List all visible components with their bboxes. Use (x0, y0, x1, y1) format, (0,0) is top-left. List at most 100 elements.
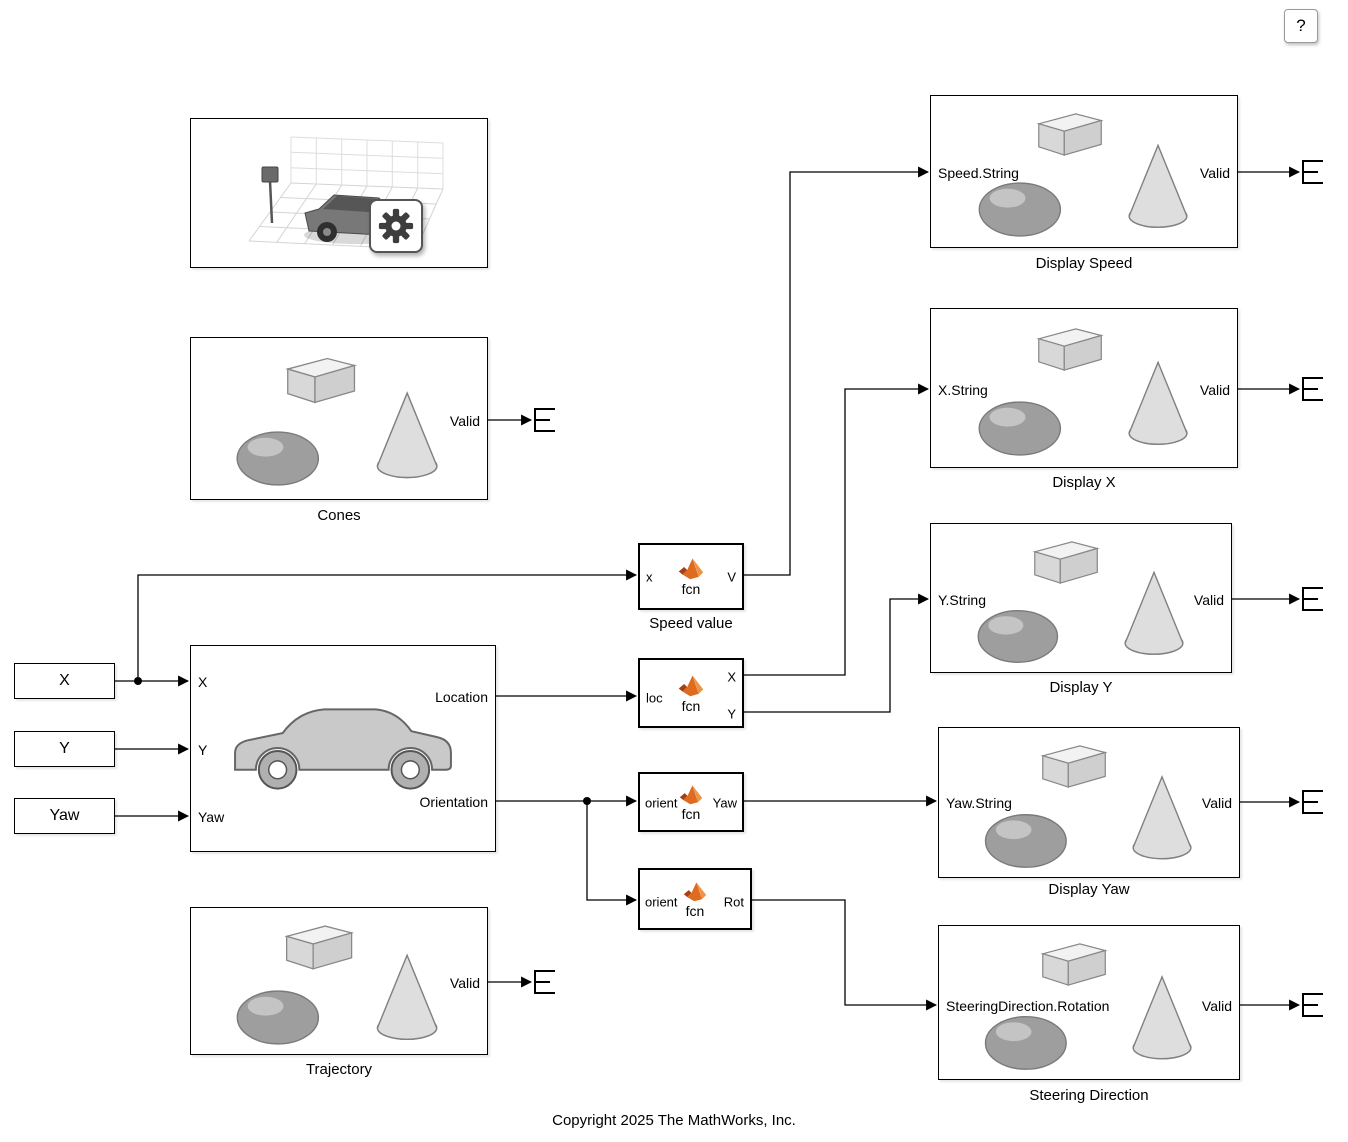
fcn-label: fcn (681, 697, 701, 714)
inport-yaw[interactable]: Yaw (14, 798, 115, 834)
trajectory-shapes (236, 925, 438, 1045)
box-icon (287, 357, 356, 404)
box-icon (1034, 541, 1098, 584)
port-label-input: SteeringDirection.Rotation (946, 998, 1110, 1014)
inport-yaw-label: Yaw (49, 807, 80, 824)
cone-icon (1132, 976, 1192, 1060)
sphere-icon (984, 1016, 1067, 1070)
matlab-logo-icon (683, 881, 707, 901)
display-x-caption: Display X (1052, 474, 1116, 491)
fcn-label: fcn (681, 805, 701, 822)
fcn-label: fcn (685, 902, 705, 919)
steering-direction-block[interactable]: SteeringDirection.Rotation Valid (938, 925, 1240, 1080)
sphere-icon (984, 814, 1067, 868)
inport-x-label: X (59, 672, 70, 689)
sphere-icon (236, 990, 320, 1045)
cones-block[interactable]: Valid (190, 337, 488, 500)
cone-icon (1128, 144, 1188, 228)
matlab-logo-icon (678, 675, 704, 696)
copyright-text: Copyright 2025 The MathWorks, Inc. (552, 1112, 796, 1129)
port-label-yaw: Yaw (198, 809, 225, 825)
matlab-logo-icon (678, 558, 704, 580)
display-yaw-caption: Display Yaw (1048, 881, 1130, 898)
port-label-v: V (727, 569, 736, 585)
display-speed-caption: Display Speed (1035, 255, 1133, 272)
cone-icon (1132, 776, 1192, 860)
port-label-x: X (198, 674, 208, 690)
cones-shapes (236, 357, 438, 486)
scene-3d-preview (248, 136, 444, 250)
gear-icon (378, 208, 414, 244)
steering-direction-caption: Steering Direction (1029, 1087, 1149, 1104)
port-label-loc: loc (646, 690, 663, 706)
vehicle-block[interactable]: X Y Yaw Location Orientation (190, 645, 496, 852)
scene-settings-button[interactable] (369, 199, 423, 253)
terminator-icon (534, 408, 555, 432)
port-label-valid: Valid (1201, 795, 1232, 811)
terminator-icon (1302, 377, 1323, 401)
branch-dots (134, 677, 591, 805)
terminator-icon (1302, 993, 1323, 1017)
trajectory-caption: Trajectory (305, 1061, 373, 1078)
cone-icon (1124, 571, 1184, 655)
fcn-block-location[interactable]: fcn loc X Y (638, 658, 744, 728)
port-label-out-x: X (727, 669, 736, 685)
vehicle-car-icon (234, 708, 452, 790)
port-label-out-y: Y (727, 706, 736, 722)
port-label-input: Y.String (938, 592, 986, 608)
port-label-valid: Valid (449, 413, 480, 429)
help-button[interactable]: ? (1284, 9, 1318, 43)
scene-sign-icon (261, 166, 279, 224)
cone-icon (376, 954, 438, 1041)
inport-y[interactable]: Y (14, 731, 115, 767)
port-label-input: Speed.String (938, 165, 1019, 181)
box-icon (285, 925, 353, 970)
fcn-block-yaw[interactable]: fcn orient Yaw (638, 772, 744, 832)
port-label-valid: Valid (1199, 382, 1230, 398)
help-label: ? (1296, 16, 1306, 35)
sphere-icon (977, 609, 1059, 663)
port-label-orientation: Orientation (419, 794, 488, 810)
matlab-logo-icon (679, 784, 703, 804)
cone-icon (376, 392, 438, 479)
inport-x[interactable]: X (14, 663, 115, 699)
port-label-x: x (646, 569, 653, 585)
display-y-caption: Display Y (1049, 679, 1113, 696)
port-label-input: X.String (938, 382, 988, 398)
box-icon (1038, 328, 1102, 371)
box-icon (1038, 113, 1102, 156)
port-label-valid: Valid (449, 975, 480, 991)
sphere-icon (236, 431, 320, 486)
port-label-y: Y (198, 742, 208, 758)
cone-icon (1128, 361, 1188, 445)
terminator-icon (534, 970, 555, 994)
inport-y-label: Y (59, 740, 70, 757)
port-label-orient: orient (645, 795, 678, 811)
port-label-orient: orient (645, 894, 678, 910)
scene-config-block[interactable] (190, 118, 488, 268)
terminator-icon (1302, 160, 1323, 184)
display-speed-block[interactable]: Speed.String Valid (930, 95, 1238, 248)
box-icon (1042, 943, 1106, 986)
port-label-input: Yaw.String (946, 795, 1012, 811)
trajectory-block[interactable]: Valid (190, 907, 488, 1055)
speed-value-caption: Speed value (649, 615, 733, 632)
display-y-block[interactable]: Y.String Valid (930, 523, 1232, 673)
sphere-icon (978, 182, 1062, 237)
fcn-block-rotation[interactable]: fcn orient Rot (638, 868, 752, 930)
display-yaw-block[interactable]: Yaw.String Valid (938, 727, 1240, 878)
fcn-label: fcn (681, 581, 701, 597)
signal-wires (115, 166, 1301, 1011)
port-label-valid: Valid (1193, 592, 1224, 608)
fcn-block-speed[interactable]: fcn x V (638, 543, 744, 610)
display-x-block[interactable]: X.String Valid (930, 308, 1238, 468)
box-icon (1042, 745, 1106, 788)
port-label-yaw: Yaw (712, 795, 737, 811)
terminator-icon (1302, 587, 1323, 611)
terminator-icon (1302, 790, 1323, 814)
cones-caption: Cones (317, 507, 361, 524)
port-label-rot: Rot (723, 894, 744, 910)
port-label-valid: Valid (1199, 165, 1230, 181)
